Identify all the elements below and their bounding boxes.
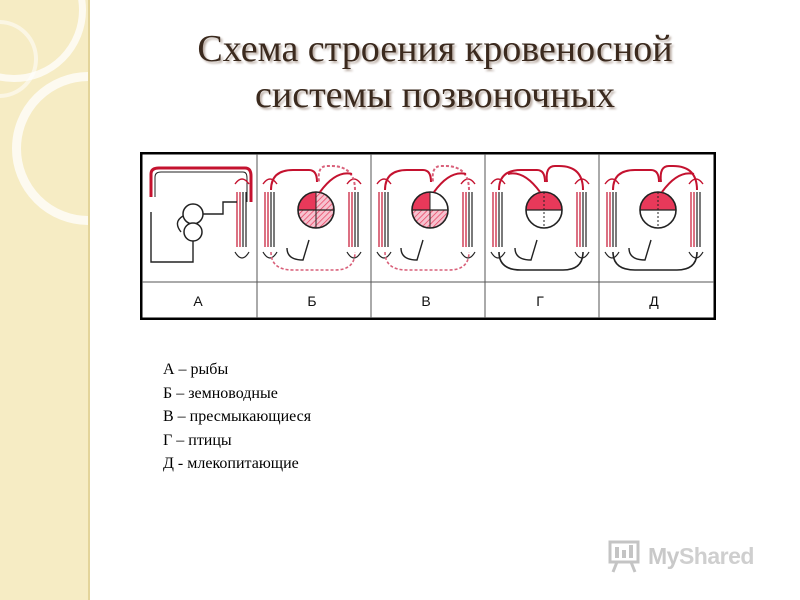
capillary-bundle	[234, 178, 250, 259]
heart	[639, 191, 677, 229]
title-line-2: системы позвоночных	[255, 74, 615, 116]
capillary-bundle	[376, 178, 392, 259]
decorative-side-strip	[0, 0, 90, 600]
panel-label-bird: Г	[536, 293, 544, 309]
capillary-bundle	[490, 178, 506, 259]
page-title: Схема строения кровеносной системы позво…	[120, 26, 750, 118]
heart-ventricle	[183, 222, 203, 242]
watermark-text-my: My	[648, 542, 679, 569]
circulatory-systems-diagram: А Б В Г Д	[140, 152, 716, 320]
panel-bird: Г	[484, 154, 590, 318]
legend-item-birds: Г – птицы	[163, 431, 232, 449]
vessel-arterial	[149, 166, 253, 202]
myshared-watermark: MyShared	[606, 536, 754, 576]
panel-amphibian: Б	[256, 154, 362, 318]
legend-item-amphibians: Б – земноводные	[163, 384, 278, 402]
legend-item-reptiles: В – пресмыкающиеся	[163, 408, 312, 425]
heart	[411, 191, 449, 229]
capillary-bundle	[604, 178, 620, 259]
legend-item-mammals: Д - млекопитающие	[163, 455, 299, 472]
heart	[525, 191, 563, 229]
decorative-ring	[12, 72, 88, 225]
panel-label-fish: А	[193, 293, 203, 309]
aortic-arch	[319, 172, 353, 193]
panel-fish: А	[149, 166, 253, 309]
legend-item-fish: А – рыбы	[163, 361, 229, 378]
aortic-arch	[661, 172, 695, 193]
panel-label-mammal: Д	[649, 293, 659, 309]
legend: А – рыбы Б – земноводные В – пресмыкающи…	[163, 358, 311, 476]
aortic-arch	[507, 172, 541, 193]
heart	[297, 191, 335, 229]
capillary-bundle	[346, 178, 362, 259]
watermark-text-shared: Shared	[678, 542, 754, 569]
panel-mammal: Д	[598, 154, 704, 318]
presentation-board-icon	[608, 540, 640, 573]
watermark-text: MyShared	[648, 543, 754, 570]
panel-label-reptile: В	[421, 293, 430, 309]
capillary-bundle	[262, 178, 278, 259]
panel-reptile: В	[370, 154, 476, 318]
heart-atrium	[182, 203, 204, 225]
panel-label-amphibian: Б	[307, 293, 316, 309]
aortic-arch	[433, 172, 467, 193]
title-line-1: Схема строения кровеносной	[197, 28, 673, 70]
